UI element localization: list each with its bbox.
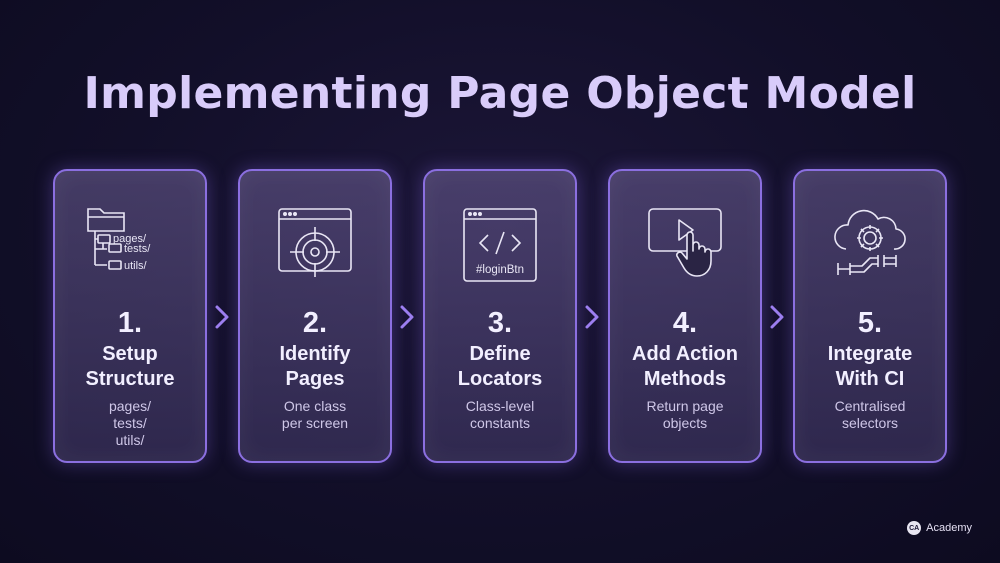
code-window-icon: #loginBtn	[425, 205, 575, 295]
step-heading: Add Action Methods	[610, 342, 760, 392]
chevron-right-icon	[215, 305, 229, 329]
step-heading-line: Add Action	[632, 343, 738, 365]
step-description: pages/ tests/ utils/	[55, 398, 205, 449]
step-card-4: 4. Add Action Methods Return page object…	[608, 169, 762, 463]
chevron-right-icon	[400, 305, 414, 329]
step-description: One class per screen	[240, 398, 390, 432]
brand-watermark: CA Academy	[907, 521, 972, 535]
brand-name: Academy	[926, 522, 972, 534]
step-description-line: selectors	[841, 415, 899, 431]
step-heading-line: Setup	[102, 343, 158, 365]
browser-target-icon	[240, 205, 390, 295]
step-description: Class-level constants	[425, 398, 575, 432]
step-description-line: Centralised	[834, 398, 906, 414]
step-heading-line: With CI	[835, 368, 905, 390]
step-heading-line: Methods	[643, 368, 727, 390]
step-card-3: #loginBtn 3. Define Locators Class-level…	[423, 169, 577, 463]
folder-label-utils: utils/	[124, 260, 148, 272]
step-number: 3.	[487, 307, 513, 339]
step-heading: Define Locators	[425, 342, 575, 392]
folder-tree-icon: pages/ tests/ utils/	[55, 205, 205, 295]
step-description-line: pages/	[108, 398, 152, 414]
brand-logo-icon: CA	[907, 521, 922, 535]
step-description-line: constants	[470, 415, 530, 431]
step-heading: Identify Pages	[240, 342, 390, 392]
step-description-line: Class-level	[465, 398, 535, 414]
step-heading-line: Integrate	[827, 343, 913, 365]
step-description-line: objects	[662, 415, 708, 431]
step-heading-line: Identify	[279, 343, 351, 365]
step-description-line: utils/	[115, 432, 145, 448]
step-number: 2.	[302, 307, 328, 339]
locator-label: #loginBtn	[476, 264, 524, 276]
step-description-line: Return page	[646, 398, 724, 414]
step-description-line: per screen	[281, 415, 349, 431]
step-number: 1.	[117, 307, 143, 339]
step-card-2: 2. Identify Pages One class per screen	[238, 169, 392, 463]
step-description-line: tests/	[113, 415, 147, 431]
step-card-5: 5. Integrate With CI Centralised selecto…	[793, 169, 947, 463]
page-title: Implementing Page Object Model	[83, 68, 917, 119]
step-description-line: One class	[283, 398, 347, 414]
step-heading: Integrate With CI	[795, 342, 945, 392]
cloud-gear-pipeline-icon	[795, 205, 945, 295]
chevron-right-icon	[585, 305, 599, 329]
step-heading-line: Define	[469, 343, 531, 365]
folder-label-pages: pages/	[113, 233, 147, 245]
step-heading-line: Structure	[85, 368, 175, 390]
step-number: 4.	[672, 307, 698, 339]
play-click-icon	[610, 205, 760, 295]
step-heading-line: Locators	[457, 368, 543, 390]
step-card-1: pages/ tests/ utils/ 1. Setup Structure …	[53, 169, 207, 463]
step-heading: Setup Structure	[55, 342, 205, 392]
folder-label-tests: tests/	[124, 243, 151, 255]
step-description: Centralised selectors	[795, 398, 945, 432]
chevron-right-icon	[770, 305, 784, 329]
step-description: Return page objects	[610, 398, 760, 432]
step-heading-line: Pages	[285, 368, 345, 390]
step-number: 5.	[857, 307, 883, 339]
